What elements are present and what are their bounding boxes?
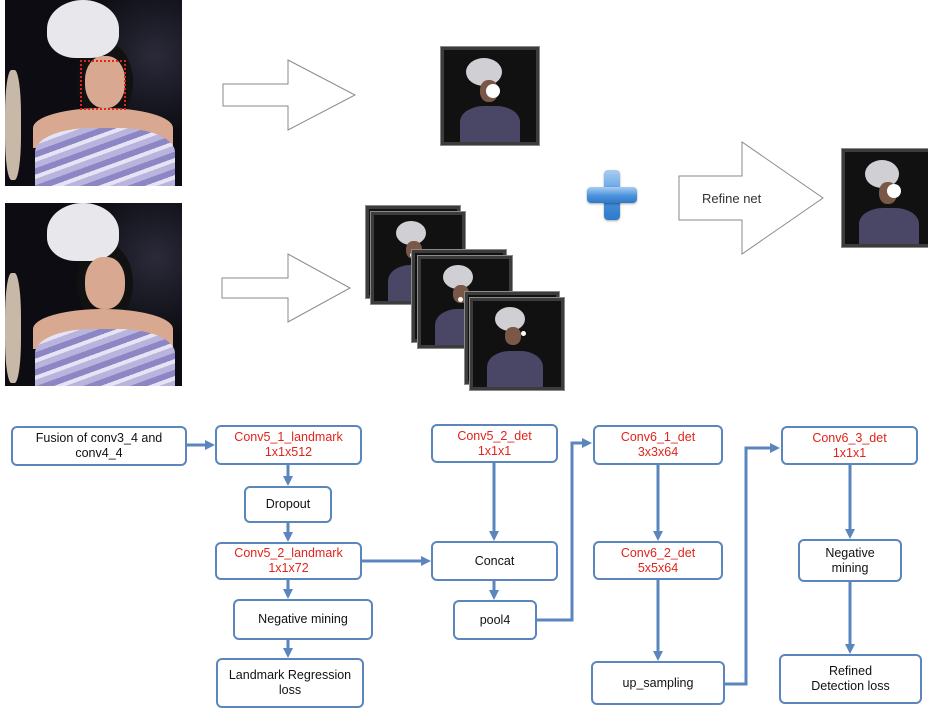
refine-net-label: Refine net bbox=[702, 191, 762, 206]
concat-box: Concat bbox=[431, 541, 558, 581]
negative-mining-right-box: Negative mining bbox=[798, 539, 902, 582]
face-detection-box bbox=[80, 60, 126, 110]
concat-label: Concat bbox=[474, 553, 515, 568]
conv5-1-landmark-box: Conv5_1_landmark 1x1x512 bbox=[215, 425, 362, 465]
conv6-3-det-name: Conv6_3_det bbox=[812, 430, 887, 445]
pool4-box: pool4 bbox=[453, 600, 537, 640]
refined-output-thumbnail bbox=[842, 149, 928, 247]
hollow-arrow-bottom bbox=[221, 253, 352, 323]
conv6-3-det-box: Conv6_3_det 1x1x1 bbox=[781, 426, 918, 465]
hollow-arrow-top bbox=[222, 59, 357, 131]
fusion-box: Fusion of conv3_4 and conv4_4 bbox=[11, 426, 187, 466]
conv5-2-landmark-name: Conv5_2_landmark bbox=[234, 546, 343, 560]
dropout-label: Dropout bbox=[265, 497, 311, 511]
landmark-loss-label: Landmark Regression loss bbox=[228, 668, 352, 697]
conv6-2-det-dims: 5x5x64 bbox=[637, 560, 679, 575]
top-arrows-layer bbox=[221, 59, 824, 323]
landmark-loss-box: Landmark Regression loss bbox=[216, 658, 364, 708]
stack-thumb-3 bbox=[470, 298, 564, 390]
conv5-1-landmark-name: Conv5_1_landmark bbox=[234, 430, 343, 444]
refined-loss-label: Refined Detection loss bbox=[811, 664, 890, 693]
refine-net-arrow bbox=[678, 141, 824, 255]
dropout-box: Dropout bbox=[244, 486, 332, 523]
up-sampling-label: up_sampling bbox=[622, 675, 694, 690]
conv5-1-landmark-dims: 1x1x512 bbox=[264, 445, 313, 459]
conv6-1-det-box: Conv6_1_det 3x3x64 bbox=[593, 425, 723, 465]
arrow-pool4-to-conv6-1 bbox=[537, 438, 592, 622]
refined-loss-box: Refined Detection loss bbox=[779, 654, 922, 704]
conv6-3-det-dims: 1x1x1 bbox=[832, 445, 867, 460]
negative-mining-left-label: Negative mining bbox=[258, 612, 348, 626]
conv6-1-det-name: Conv6_1_det bbox=[620, 430, 696, 444]
conv5-2-landmark-dims: 1x1x72 bbox=[268, 561, 309, 575]
negative-mining-left-box: Negative mining bbox=[233, 599, 373, 640]
arrow-upsampling-to-conv6-3 bbox=[725, 443, 780, 686]
heatmap-thumbnail-top bbox=[441, 47, 539, 145]
negative-mining-right-label: Negative mining bbox=[825, 545, 875, 575]
conv5-2-det-name: Conv5_2_det bbox=[457, 428, 532, 443]
conv6-1-det-dims: 3x3x64 bbox=[637, 445, 679, 459]
conv5-2-det-dims: 1x1x1 bbox=[477, 443, 512, 458]
input-photo-bottom bbox=[5, 203, 182, 386]
conv6-2-det-box: Conv6_2_det 5x5x64 bbox=[593, 541, 723, 580]
fusion-label: Fusion of conv3_4 and conv4_4 bbox=[35, 431, 163, 460]
conv6-2-det-name: Conv6_2_det bbox=[620, 545, 696, 560]
conv5-2-det-box: Conv5_2_det 1x1x1 bbox=[431, 424, 558, 463]
up-sampling-box: up_sampling bbox=[591, 661, 725, 705]
conv5-2-landmark-box: Conv5_2_landmark 1x1x72 bbox=[215, 542, 362, 580]
input-photo-top bbox=[5, 0, 182, 186]
pool4-label: pool4 bbox=[479, 612, 511, 627]
